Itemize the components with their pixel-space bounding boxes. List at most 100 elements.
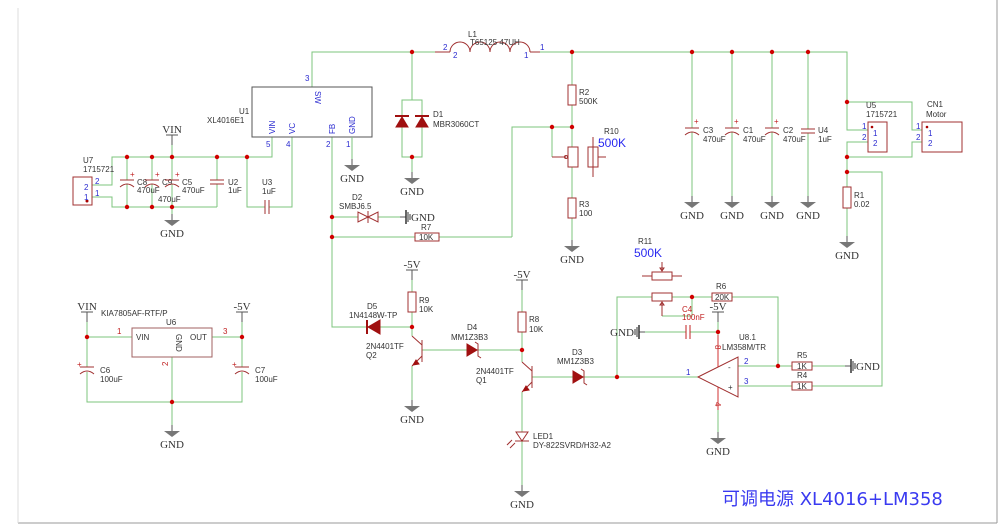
capacitor-U4[interactable]: U4 1uF bbox=[801, 126, 832, 144]
resistor-R6[interactable]: R6 20K bbox=[711, 282, 733, 302]
connector-U5[interactable]: U5 1715721 1 2 1 2 bbox=[862, 101, 898, 153]
pin-number: 2 bbox=[744, 357, 749, 366]
capacitor-C4[interactable]: C4 100nF bbox=[682, 305, 705, 339]
capacitor-C7[interactable]: + C7 100uF bbox=[232, 360, 278, 384]
potentiometer-R11[interactable]: R11 500K bbox=[634, 237, 682, 316]
zener-D4[interactable]: D4 MM1Z3B3 bbox=[451, 323, 488, 359]
L1-ref: L1 bbox=[468, 30, 477, 39]
vin-symbol: VIN bbox=[162, 124, 182, 146]
inductor-L1[interactable]: L1 T65125 47UH 2 2 1 1 bbox=[435, 30, 545, 60]
U6-ref: U6 bbox=[166, 318, 177, 327]
connector-U7[interactable]: U7 1715721 2 1 2 1 bbox=[72, 156, 115, 206]
ic-U1-xl4016[interactable]: U1 XL4016E1 SW VIN VC FB GND 3 5 4 2 1 bbox=[207, 74, 373, 149]
C8-value: 470uF bbox=[137, 186, 160, 195]
junction-dot bbox=[124, 204, 130, 210]
pin-label: VC bbox=[288, 123, 297, 134]
capacitor-C8[interactable]: + C8 470uF bbox=[119, 170, 160, 195]
capacitor-U3[interactable]: U3 1uF bbox=[262, 178, 276, 214]
gnd-label: GND bbox=[610, 327, 634, 339]
transistor-Q1[interactable]: 2N4401TF Q1 bbox=[476, 361, 533, 393]
junctions bbox=[84, 49, 850, 405]
diode-D5[interactable]: D5 1N4148W-TP bbox=[349, 302, 397, 335]
transistor-Q2[interactable]: 2N4401TF Q2 bbox=[366, 335, 423, 367]
resistor-R1[interactable]: R1 0.02 bbox=[842, 186, 870, 209]
gnd-label: GND bbox=[760, 210, 784, 222]
regulator-U6[interactable]: KIA7805AF-RTF/P U6 VIN GND OUT 1 3 2 bbox=[101, 309, 228, 366]
C9-value: 470uF bbox=[158, 195, 181, 204]
schematic-title: 可调电源 XL4016+LM358 bbox=[722, 489, 943, 510]
gnd-label: GND bbox=[680, 210, 704, 222]
pin-label: GND bbox=[348, 116, 357, 134]
D1-value: MBR3060CT bbox=[433, 120, 479, 129]
zener-D3[interactable]: D3 MM1Z3B3 bbox=[557, 348, 594, 386]
gnd-label: GND bbox=[720, 210, 744, 222]
U4-value: 1uF bbox=[818, 135, 832, 144]
R10-value: 500K bbox=[598, 136, 626, 150]
resistor-R2[interactable]: R2 500K bbox=[567, 84, 598, 106]
gnd-label: GND bbox=[160, 228, 184, 240]
Q1-ref: Q1 bbox=[476, 376, 487, 385]
junction-dot bbox=[169, 204, 175, 210]
pin-number: 4 bbox=[286, 140, 291, 149]
pin-number: 8 bbox=[713, 345, 722, 350]
R6-ref: R6 bbox=[716, 282, 727, 291]
D5-ref: D5 bbox=[367, 302, 378, 311]
capacitor-C2[interactable]: + C2 470uF bbox=[764, 117, 806, 144]
capacitor-C5[interactable]: + C5 470uF bbox=[164, 170, 205, 195]
svg-text:+: + bbox=[130, 170, 135, 179]
U4-ref: U4 bbox=[818, 126, 829, 135]
D4-value: MM1Z3B3 bbox=[451, 333, 488, 342]
tvs-diode-D2[interactable]: D2 SMBJ6.5 bbox=[339, 193, 379, 223]
capacitor-U2[interactable]: U2 1uF bbox=[210, 178, 242, 195]
gnd-label: GND bbox=[835, 250, 859, 262]
pin-number: 2 bbox=[916, 133, 921, 142]
capacitor-C1[interactable]: + C1 470uF bbox=[724, 117, 766, 144]
resistor-R3[interactable]: R3 100 bbox=[567, 197, 593, 219]
capacitor-C3[interactable]: + C3 470uF bbox=[684, 117, 726, 144]
pin-number: 2 bbox=[95, 177, 100, 186]
junction-dot bbox=[239, 334, 245, 340]
pin-label: GND bbox=[174, 334, 183, 352]
L1-value: T65125 47UH bbox=[470, 38, 520, 47]
junction-dot bbox=[409, 49, 415, 55]
svg-text:VIN: VIN bbox=[77, 301, 97, 313]
U2-value: 1uF bbox=[228, 186, 242, 195]
diode-D1[interactable]: D1 MBR3060CT bbox=[395, 110, 479, 129]
R7-ref: R7 bbox=[421, 223, 432, 232]
junction-dot bbox=[715, 329, 721, 335]
potentiometer-R10[interactable]: R10 500K bbox=[552, 127, 626, 177]
C1-value: 470uF bbox=[743, 135, 766, 144]
led-LED1[interactable]: LED1 DY-822SVRD/H32-A2 bbox=[506, 431, 612, 450]
C8-ref: C8 bbox=[137, 178, 148, 187]
R3-value: 100 bbox=[579, 209, 593, 218]
junction-dot bbox=[729, 49, 735, 55]
junction-dot bbox=[549, 124, 555, 130]
resistor-R5[interactable]: R5 1K bbox=[791, 351, 813, 371]
pin-number: 3 bbox=[223, 327, 228, 336]
pin-number: 1 bbox=[686, 368, 691, 377]
svg-text:+: + bbox=[155, 170, 160, 179]
connector-CN1-motor[interactable]: CN1 Motor 1 2 1 2 bbox=[916, 100, 963, 153]
resistor-R4[interactable]: R4 1K bbox=[791, 371, 813, 391]
svg-text:+: + bbox=[774, 117, 779, 126]
C9-ref: C9 bbox=[162, 178, 173, 187]
R6-value: 20K bbox=[715, 293, 730, 302]
C5-ref: C5 bbox=[182, 178, 193, 187]
LED1-ref: LED1 bbox=[533, 432, 554, 441]
D5-value: 1N4148W-TP bbox=[349, 311, 397, 320]
U5-ref: U5 bbox=[866, 101, 877, 110]
capacitor-C6[interactable]: + C6 100uF bbox=[77, 360, 123, 384]
noninverting-input-mark: + bbox=[728, 383, 733, 392]
opamp-U8[interactable]: U8.1 LM358M/TR - + 2 3 1 8 4 bbox=[686, 333, 766, 410]
resistor-R8[interactable]: R8 10K bbox=[517, 311, 544, 334]
gnd-label: GND bbox=[510, 499, 534, 511]
capacitor-C9[interactable]: + C9 470uF bbox=[144, 170, 181, 204]
resistor-R7[interactable]: R7 10K bbox=[414, 223, 440, 242]
R9-value: 10K bbox=[419, 305, 434, 314]
gnd-symbol: GND bbox=[760, 195, 784, 222]
pin-label: SW bbox=[313, 91, 322, 104]
svg-text:-5V: -5V bbox=[233, 301, 250, 313]
resistor-R9[interactable]: R9 10K bbox=[407, 291, 434, 314]
R5-ref: R5 bbox=[797, 351, 808, 360]
